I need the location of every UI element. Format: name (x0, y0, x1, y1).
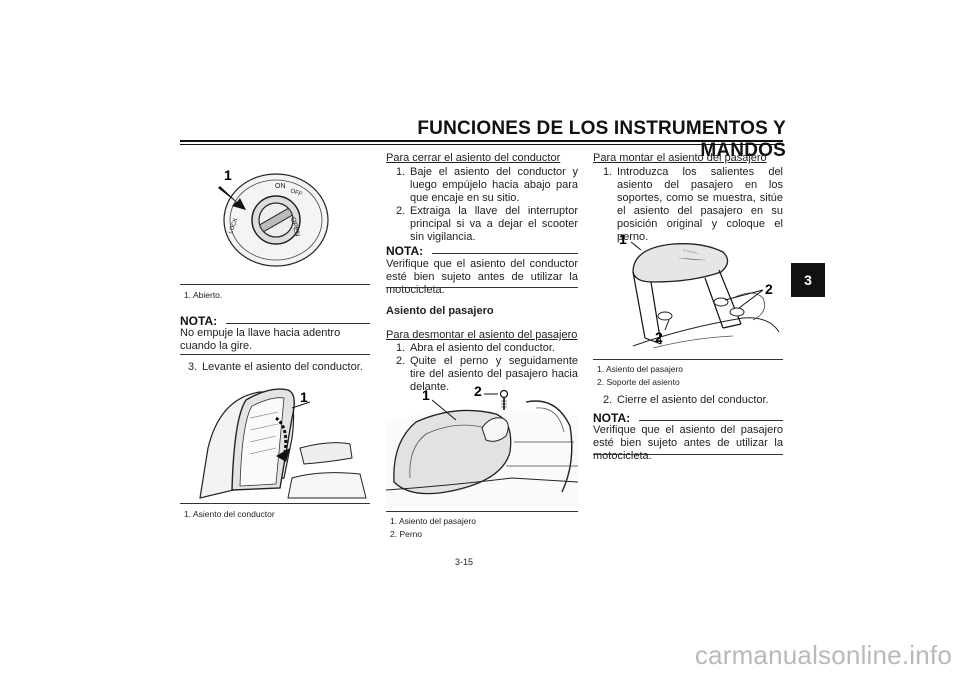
ignition-mark-open: OPEN (289, 216, 301, 237)
fig4-label-2a: 2 (765, 281, 773, 297)
nota-heading-rule (639, 420, 783, 421)
ignition-mark-lock: LOCK (228, 217, 239, 234)
nota-heading-rule (432, 253, 578, 254)
passenger-seat-removal-illustration: 1 2 (386, 383, 578, 508)
step-text: Levante el asiento del conductor. (202, 361, 363, 373)
fig4-label-2b: 2 (655, 329, 663, 345)
fig3-label-1: 1 (422, 387, 430, 403)
step-text: Baje el asiento del conductor y luego em… (410, 166, 578, 204)
close-seat-heading: Para cerrar el asiento del conductor (386, 152, 561, 164)
fig4-label-1: 1 (619, 231, 627, 247)
page-title: FUNCIONES DE LOS INSTRUMENTOS Y MANDOS (417, 118, 786, 161)
fig1-caption: 1. Abierto. (184, 290, 223, 300)
step-text: Introduzca los salientes del asiento del… (617, 166, 783, 243)
fig4-caption-2: 2. Soporte del asiento (597, 377, 680, 387)
fig3-caption-2: 2. Perno (390, 529, 423, 539)
mount-step-2: 2. Cierre el asiento del conductor. (603, 394, 783, 407)
passenger-seat-heading: Asiento del pasajero (386, 305, 494, 317)
nota-heading: NOTA: (386, 244, 424, 258)
close-step-1: 1. Baje el asiento del conductor y luego… (396, 166, 578, 205)
fig3-caption-1: 1. Asiento del pasajero (390, 516, 477, 526)
remove-step-1: 1. Abra el asiento del conductor. (396, 342, 578, 355)
step-number: 1. (396, 166, 406, 178)
nota-end-rule (593, 454, 783, 455)
ignition-mark-off: OFF (289, 188, 303, 198)
step-text: Abra el asiento del conductor. (410, 342, 555, 354)
close-step-2: 2. Extraiga la llave del interruptor pri… (396, 205, 578, 244)
ignition-key-illustration: ON OFF LOCK OPEN 1 (218, 167, 329, 267)
step-text: Extraiga la llave del interruptor princi… (410, 205, 578, 243)
fig2-label: 1 (300, 389, 308, 405)
step-text: Cierre el asiento del conductor. (617, 394, 769, 406)
step-3: 3. Levante el asiento del conductor. (188, 361, 370, 374)
mount-seat-heading: Para montar el asiento del pasajero (593, 152, 767, 164)
caption-rule (386, 511, 578, 512)
step-number: 2. (396, 355, 406, 367)
fig1-label: 1 (224, 167, 232, 183)
driver-seat-illustration: 1 (199, 388, 367, 499)
caption-rule (180, 503, 370, 504)
passenger-seat-mounting-illustration: 1 2 2 (619, 231, 780, 349)
step-number: 3. (188, 361, 198, 373)
remove-seat-heading: Para desmontar el asiento del pasajero (386, 329, 578, 341)
ignition-mark-on: ON (275, 183, 286, 190)
remove-step-2: 2. Quite el perno y seguidamente tire de… (396, 355, 578, 394)
step-number: 1. (396, 342, 406, 354)
title-rule (180, 140, 783, 142)
step-number: 1. (603, 166, 613, 178)
nota-heading: NOTA: (593, 411, 631, 425)
caption-rule (180, 284, 370, 285)
chapter-tab: 3 (791, 263, 825, 297)
title-rule-thin (180, 144, 783, 145)
nota-end-rule (386, 287, 578, 288)
watermark: carmanualsonline.info (694, 640, 952, 670)
nota-heading-rule (226, 323, 370, 324)
nota-text: Verifique que el asiento del pasajero es… (593, 424, 783, 462)
nota-heading: NOTA: (180, 314, 218, 328)
page-number: 3-15 (455, 557, 474, 567)
nota-text: Verifique que el asiento del conductor e… (386, 258, 578, 296)
step-text: Quite el perno y seguidamente tire del a… (410, 355, 578, 393)
nota-end-rule (180, 354, 370, 355)
step-number: 2. (396, 205, 406, 217)
mount-step-1: 1. Introduzca los salientes del asiento … (603, 166, 783, 244)
fig4-caption-1: 1. Asiento del pasajero (597, 364, 684, 374)
caption-rule (593, 359, 783, 360)
fig2-caption: 1. Asiento del conductor (184, 509, 275, 519)
step-number: 2. (603, 394, 613, 406)
nota-text: No empuje la llave hacia adentro cuando … (180, 327, 341, 352)
fig3-label-2: 2 (474, 383, 482, 399)
